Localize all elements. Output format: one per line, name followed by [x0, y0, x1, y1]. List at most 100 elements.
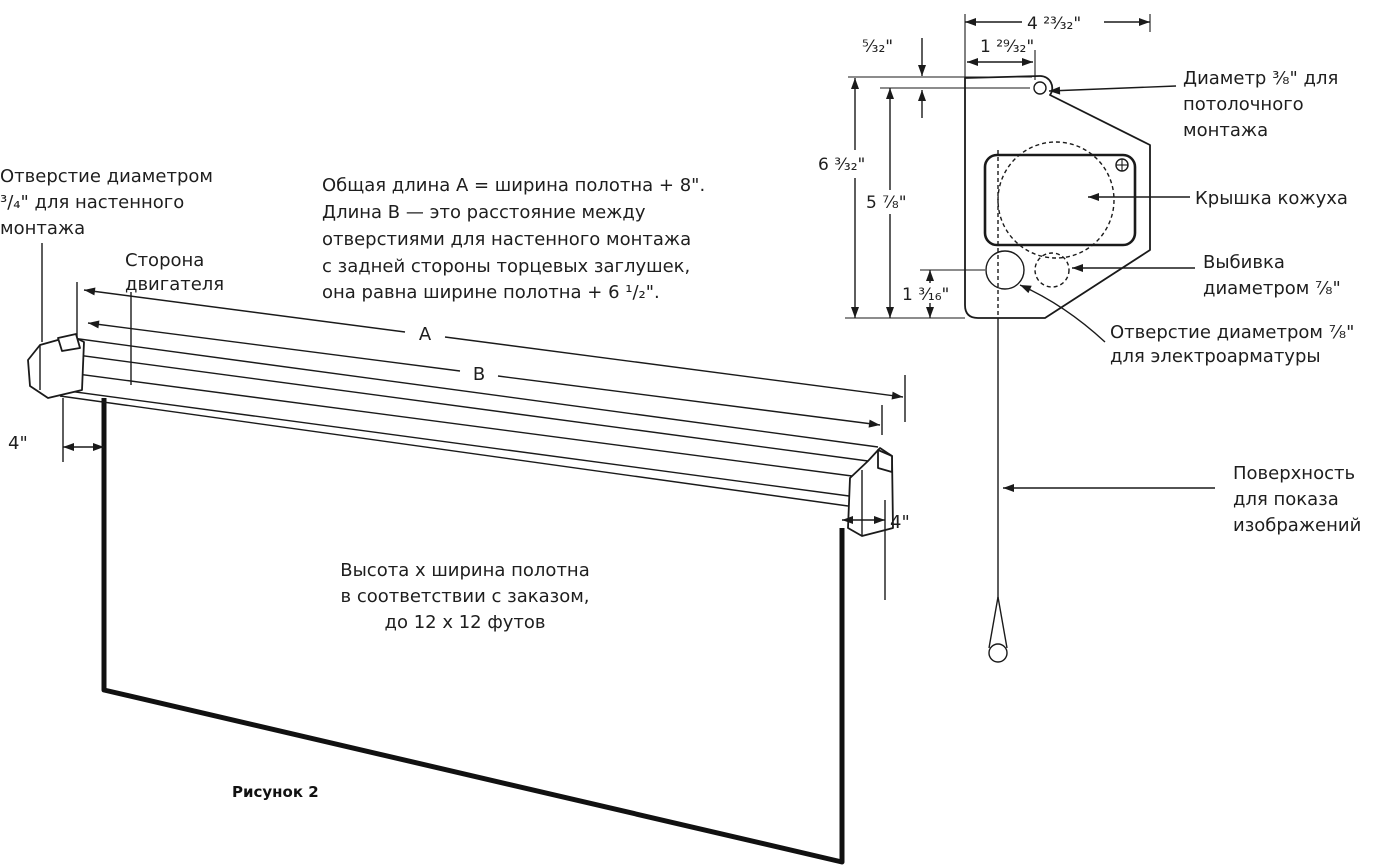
cover-label: Крышка кожуха [1195, 188, 1348, 209]
arrowhead [88, 320, 100, 329]
ceiling-mount-hole [1033, 81, 1047, 95]
dimension-hole-offset: 1 ²⁹⁄₃₂" [967, 37, 1034, 66]
surface-callout: Поверхность для показа изображений [1003, 463, 1361, 536]
length-note-line-1: Общая длина A = ширина полотна + 8". [322, 175, 705, 196]
right-offset-label: 4" [890, 512, 910, 533]
right-end-cap-bracket [877, 449, 893, 473]
surface-label-line-3: изображений [1233, 515, 1361, 536]
wall-hole-callout: Отверстие диаметром ³/₄" для настенного … [0, 166, 213, 342]
screen-size-note: Высота x ширина полотна в соответствии с… [340, 560, 589, 633]
knockout-hole [1034, 252, 1070, 288]
conduit-label-line-1: Отверстие диаметром ⁷⁄₈" [1110, 322, 1354, 343]
knockout-callout: Выбивка диаметром ⁷⁄₈" [1072, 252, 1341, 299]
ceiling-hole-label-line-1: Диаметр ³⁄₈" для [1183, 68, 1338, 89]
screen-surface-border [101, 398, 845, 865]
dimension-a-label: A [419, 324, 432, 345]
housing-cover [983, 153, 1137, 247]
conduit-callout: Отверстие диаметром ⁷⁄₈" для электроарма… [1019, 284, 1354, 367]
motor-side-label-line-2: двигателя [125, 274, 224, 295]
arrowhead [926, 307, 934, 318]
dimension-height-total: 6 ³⁄₃₂" [818, 78, 865, 318]
size-note-line-2: в соответствии с заказом, [340, 586, 589, 607]
ceiling-hole-label-line-2: потолочного [1183, 94, 1304, 115]
arrowhead [1020, 285, 1032, 294]
dimension-b-line-left [87, 322, 461, 372]
arrowhead [851, 307, 859, 318]
case-middle-line [31, 367, 853, 477]
dimension-a-line-left [83, 289, 406, 333]
arrowhead [1022, 58, 1033, 66]
knockout-label-line-1: Выбивка [1203, 252, 1285, 273]
case-bottom-edge [59, 395, 849, 507]
length-note-line-4: с задней стороны торцевых заглушек, [322, 256, 690, 277]
arrowhead [842, 516, 853, 524]
screen-surface-fill [104, 398, 842, 862]
dimension-height-conduit: 1 ³⁄₁₆" [902, 270, 949, 318]
width-total-label: 4 ²³⁄₃₂" [1027, 14, 1081, 34]
dimension-b-label: B [473, 364, 485, 385]
ceiling-hole-leader [1048, 85, 1177, 92]
arrowhead [965, 18, 976, 26]
arrowhead [84, 287, 96, 296]
bracket-extension-lines [845, 14, 1151, 319]
left-offset-dimension: 4" [8, 398, 104, 462]
bracket-outline [964, 75, 1151, 319]
motor-side-label-line-1: Сторона [125, 250, 204, 271]
surface-label-line-2: для показа [1233, 489, 1339, 510]
wall-hole-label-line-2: ³/₄" для настенного [0, 192, 184, 213]
left-end-cap-bracket [57, 333, 81, 352]
height-hole-label: 5 ⁷⁄₈" [866, 193, 907, 213]
pull-cord [988, 596, 1008, 649]
left-offset-label: 4" [8, 433, 28, 454]
size-note-line-3: до 12 x 12 футов [385, 612, 546, 633]
pull-cord-ring [988, 643, 1008, 663]
arrowhead [918, 90, 926, 101]
ceiling-hole-callout: Диаметр ³⁄₈" для потолочного монтажа [1048, 68, 1338, 141]
case-upper-line [39, 349, 869, 462]
arrowhead [967, 58, 978, 66]
arrowhead [874, 516, 885, 524]
size-note-line-1: Высота x ширина полотна [340, 560, 589, 581]
length-note-line-5: она равна ширине полотна + 6 ¹/₂". [322, 282, 660, 303]
wall-hole-label-line-3: монтажа [0, 218, 85, 239]
dimension-a-line-right [444, 336, 904, 398]
arrowhead [886, 88, 894, 99]
surface-label-line-1: Поверхность [1233, 463, 1355, 484]
wall-hole-label-line-1: Отверстие диаметром [0, 166, 213, 187]
hole-offset-label: 1 ²⁹⁄₃₂" [980, 37, 1034, 57]
arrowhead [891, 391, 903, 400]
end-bracket [964, 75, 1151, 663]
screen-assembly [27, 333, 894, 865]
right-offset-dimension: 4" [842, 500, 910, 600]
arrowhead [926, 270, 934, 281]
arrowhead [1139, 18, 1150, 26]
length-note-line-2: Длина B — это расстояние между [322, 202, 646, 223]
length-note-line-3: отверстиями для настенного монтажа [322, 229, 691, 250]
arrowhead [93, 443, 104, 451]
height-conduit-label: 1 ³⁄₁₆" [902, 285, 949, 305]
length-note: Общая длина A = ширина полотна + 8". Дли… [322, 175, 705, 303]
motor-side-callout: Сторона двигателя [125, 250, 224, 385]
dimension-b-line-right [497, 375, 881, 426]
roller-outline-hidden [997, 141, 1115, 259]
arrowhead [1088, 193, 1099, 201]
cover-callout: Крышка кожуха [1088, 188, 1348, 209]
knockout-label-line-2: диаметром ⁷⁄₈" [1203, 278, 1341, 299]
dimension-tab-offset: ⁵⁄₃₂" [862, 37, 926, 118]
figure-caption: Рисунок 2 [232, 783, 319, 801]
arrowhead [851, 78, 859, 89]
arrowhead [1072, 264, 1083, 272]
tab-offset-label: ⁵⁄₃₂" [862, 37, 893, 57]
height-total-label: 6 ³⁄₃₂" [818, 155, 865, 175]
conduit-label-line-2: для электроарматуры [1110, 346, 1321, 367]
conduit-hole [985, 250, 1025, 290]
ceiling-hole-label-line-3: монтажа [1183, 120, 1268, 141]
arrowhead [63, 443, 74, 451]
left-end-cap [27, 335, 85, 399]
arrowhead [1049, 86, 1061, 95]
case-top-edge [71, 337, 879, 448]
dimension-width-total: 4 ²³⁄₃₂" [965, 14, 1150, 34]
dimension-height-hole: 5 ⁷⁄₈" [866, 88, 907, 318]
